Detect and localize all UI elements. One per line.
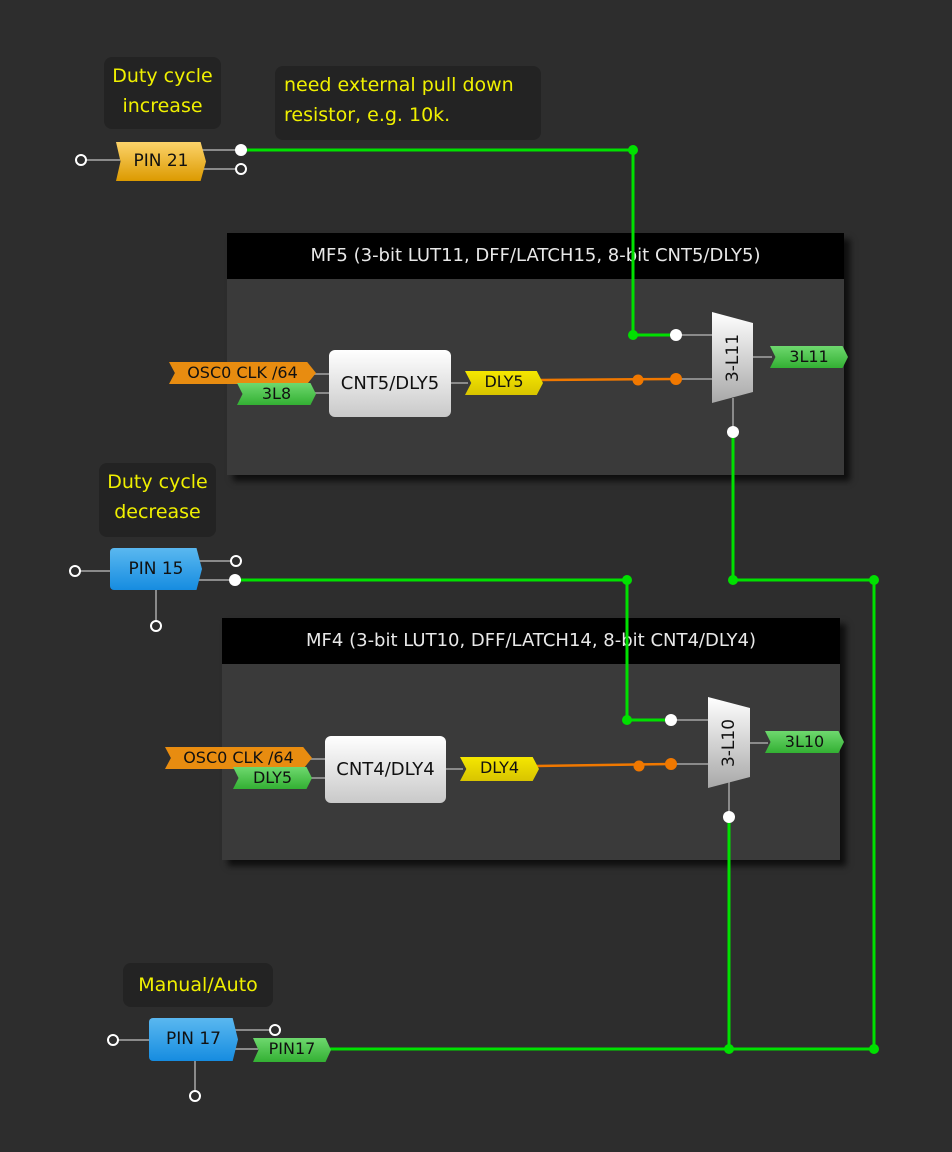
note-line: Duty cycle — [112, 65, 213, 87]
mf5-title: MF5 (3-bit LUT11, DFF/LATCH15, 8-bit CNT… — [227, 233, 844, 279]
port-connected — [727, 426, 739, 438]
port-dot-orange — [665, 758, 677, 770]
junction-dot — [622, 575, 632, 585]
port-open — [189, 1090, 201, 1102]
wire-dly5-lut11 — [539, 377, 677, 382]
pin17-tag[interactable]: PIN17 — [253, 1038, 331, 1062]
note-duty-decrease: Duty cycle decrease — [99, 463, 216, 537]
mf4-reset-input[interactable]: DLY5 — [233, 767, 312, 789]
lut10-output[interactable]: 3L10 — [765, 731, 844, 753]
pin17[interactable]: PIN 17 — [149, 1018, 238, 1061]
junction-dot — [724, 1044, 734, 1054]
lut11[interactable]: 3-L11 — [712, 312, 753, 403]
junction-dot — [869, 575, 879, 585]
net-lut11-in3 — [731, 432, 876, 1049]
mf5-reset-input[interactable]: 3L8 — [237, 383, 316, 405]
junction-dot-orange — [633, 760, 645, 772]
mf4-output[interactable]: DLY4 — [460, 757, 539, 781]
port-open — [107, 1034, 119, 1046]
note-line: need external pull down — [284, 74, 514, 96]
port-open — [230, 555, 242, 567]
lut11-shape — [712, 312, 753, 403]
port-open — [269, 1024, 281, 1036]
port-open — [69, 565, 81, 577]
port-connected — [229, 574, 241, 586]
pin15[interactable]: PIN 15 — [110, 548, 202, 590]
port-open — [75, 154, 87, 166]
mf5-clk-input[interactable]: OSC0 CLK /64 — [169, 362, 316, 384]
mf5-counter[interactable]: CNT5/DLY5 — [329, 350, 451, 417]
junction-dot — [728, 575, 738, 585]
port-dot-orange — [670, 373, 682, 385]
port-connected — [665, 714, 677, 726]
lut11-output[interactable]: 3L11 — [770, 346, 848, 368]
port-open — [235, 163, 247, 175]
lut10-label: 3-L10 — [719, 718, 739, 767]
port-connected — [723, 811, 735, 823]
net-pin21 — [241, 148, 676, 337]
note-duty-increase: Duty cycle increase — [104, 57, 221, 129]
net-pin15 — [235, 578, 671, 722]
pin21[interactable]: PIN 21 — [116, 142, 206, 181]
note-pulldown: need external pull down resistor, e.g. 1… — [275, 66, 541, 140]
port-open — [150, 620, 162, 632]
wire-dly4-lut10 — [535, 762, 672, 768]
junction-dot — [628, 330, 638, 340]
lut10[interactable]: 3-L10 — [708, 697, 750, 788]
note-line: resistor, e.g. 10k. — [284, 104, 451, 126]
lut11-label: 3-L11 — [722, 333, 743, 382]
port-connected — [235, 144, 247, 156]
mf5-output[interactable]: DLY5 — [465, 371, 543, 395]
note-line: increase — [122, 95, 203, 117]
port-connected — [670, 329, 682, 341]
mf4-counter[interactable]: CNT4/DLY4 — [325, 736, 446, 803]
junction-dot — [622, 715, 632, 725]
lut10-shape — [708, 697, 750, 788]
junction-dot — [628, 145, 638, 155]
note-manual-auto: Manual/Auto — [123, 963, 273, 1007]
junction-dot-orange — [632, 374, 644, 386]
mf4-clk-input[interactable]: OSC0 CLK /64 — [165, 747, 312, 769]
mf4-title: MF4 (3-bit LUT10, DFF/LATCH14, 8-bit CNT… — [222, 618, 840, 664]
note-line: Duty cycle — [107, 471, 208, 493]
note-line: Manual/Auto — [138, 974, 258, 996]
junction-dot — [869, 1044, 879, 1054]
note-line: decrease — [114, 501, 201, 523]
